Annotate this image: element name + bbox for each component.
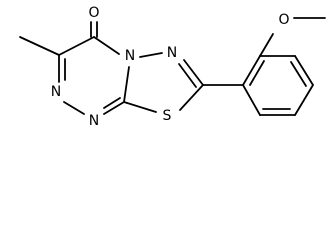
n-c2-bond-b [178,63,197,88]
phenyl-bond-4 [294,84,314,116]
phenyl-bond-1-inner [249,60,265,86]
n1-c8a-bond-b [103,97,121,109]
structure-canvas: O N N N N S O [19,5,326,129]
nbridge-c4-bond [93,36,120,55]
c8a-nbridge-bond [123,66,130,103]
atom-labels: O N N N N S O [51,5,290,129]
atom-triazine-n-bridge: N [125,48,135,64]
atom-sulfur: S [163,108,172,124]
bonds [19,17,326,116]
n-c2-bond-a [183,59,204,86]
atom-carbonyl-oxygen: O [88,5,99,21]
phenyl-bond-1 [242,55,261,86]
phenyl-bond-6 [242,84,261,116]
molecule-drawing: O N N N N S O [19,5,326,129]
n1-c8a-bond-a [103,101,125,115]
nbridge-n-bond [139,52,163,58]
methyl-bond [19,36,60,56]
phenyl-bond-3 [294,55,314,86]
atom-methoxy-oxygen: O [278,12,289,28]
atom-triazine-n-upper: N [51,84,61,100]
s-c8a-bond [123,101,157,113]
c4-c3-bond [58,36,95,56]
n2-n1-bond [63,101,85,115]
aryl-methoxy-bond [259,33,274,57]
atom-triazine-n-left: N [89,113,99,129]
atom-thiadiazole-n: N [167,45,177,61]
c2-s-bond [179,84,204,111]
phenyl-bond-3-inner [290,61,307,87]
